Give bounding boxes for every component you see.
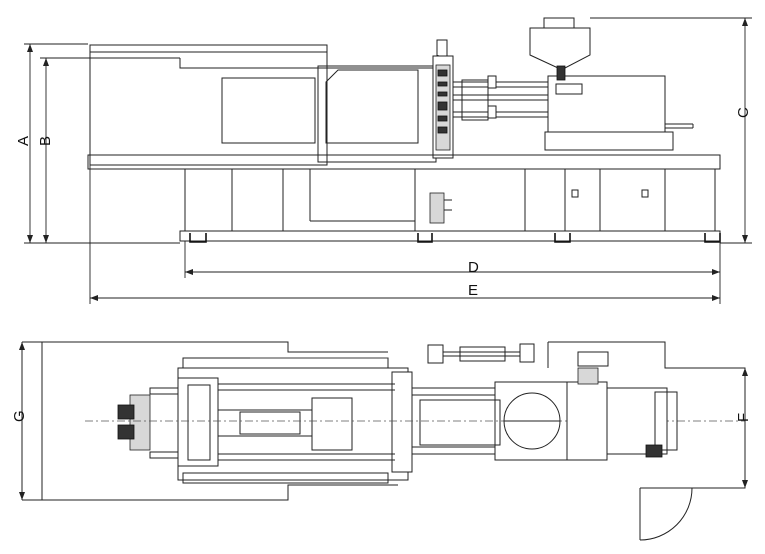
valve-2 [117, 424, 135, 440]
top-view [21, 341, 746, 541]
injection-carriage [544, 131, 674, 151]
side-view-dimensions: A B C D E [15, 17, 752, 304]
fixed-platen-top [391, 371, 413, 473]
dimension-B-label: B [37, 136, 54, 146]
clamp-cylinder [129, 394, 151, 451]
barrel-heater [459, 346, 506, 362]
side-view [87, 17, 721, 243]
safety-door-window-left [221, 77, 316, 144]
hydraulic-valve-block [429, 192, 445, 224]
safety-door-window-right [325, 69, 419, 144]
valve-1 [117, 404, 135, 420]
rear-platen [177, 377, 219, 467]
foot-4 [704, 233, 721, 243]
guard-outline-top [22, 341, 388, 353]
dimension-E-label: E [468, 282, 478, 299]
injection-guard [548, 341, 746, 489]
dimension-G-label: G [11, 410, 28, 422]
hopper [529, 27, 591, 69]
moving-platen [311, 397, 353, 451]
dimension-A-label: A [15, 136, 32, 146]
barrel-clamp-2 [519, 343, 535, 363]
dimension-C-label: C [735, 107, 752, 118]
top-view-dimensions: G F [11, 342, 752, 500]
hopper-throat [577, 367, 599, 385]
foot-2 [417, 233, 433, 243]
foot-3 [554, 233, 571, 243]
guard-outline-bottom [22, 484, 398, 501]
clamp-guard-cover [89, 44, 328, 166]
dimension-D-label: D [468, 259, 479, 276]
foot-1 [189, 233, 207, 243]
barrel-clamp-1 [427, 344, 444, 364]
dimension-F-label: F [735, 413, 752, 422]
base-plate [179, 230, 721, 242]
door-swing-arc [639, 487, 693, 541]
